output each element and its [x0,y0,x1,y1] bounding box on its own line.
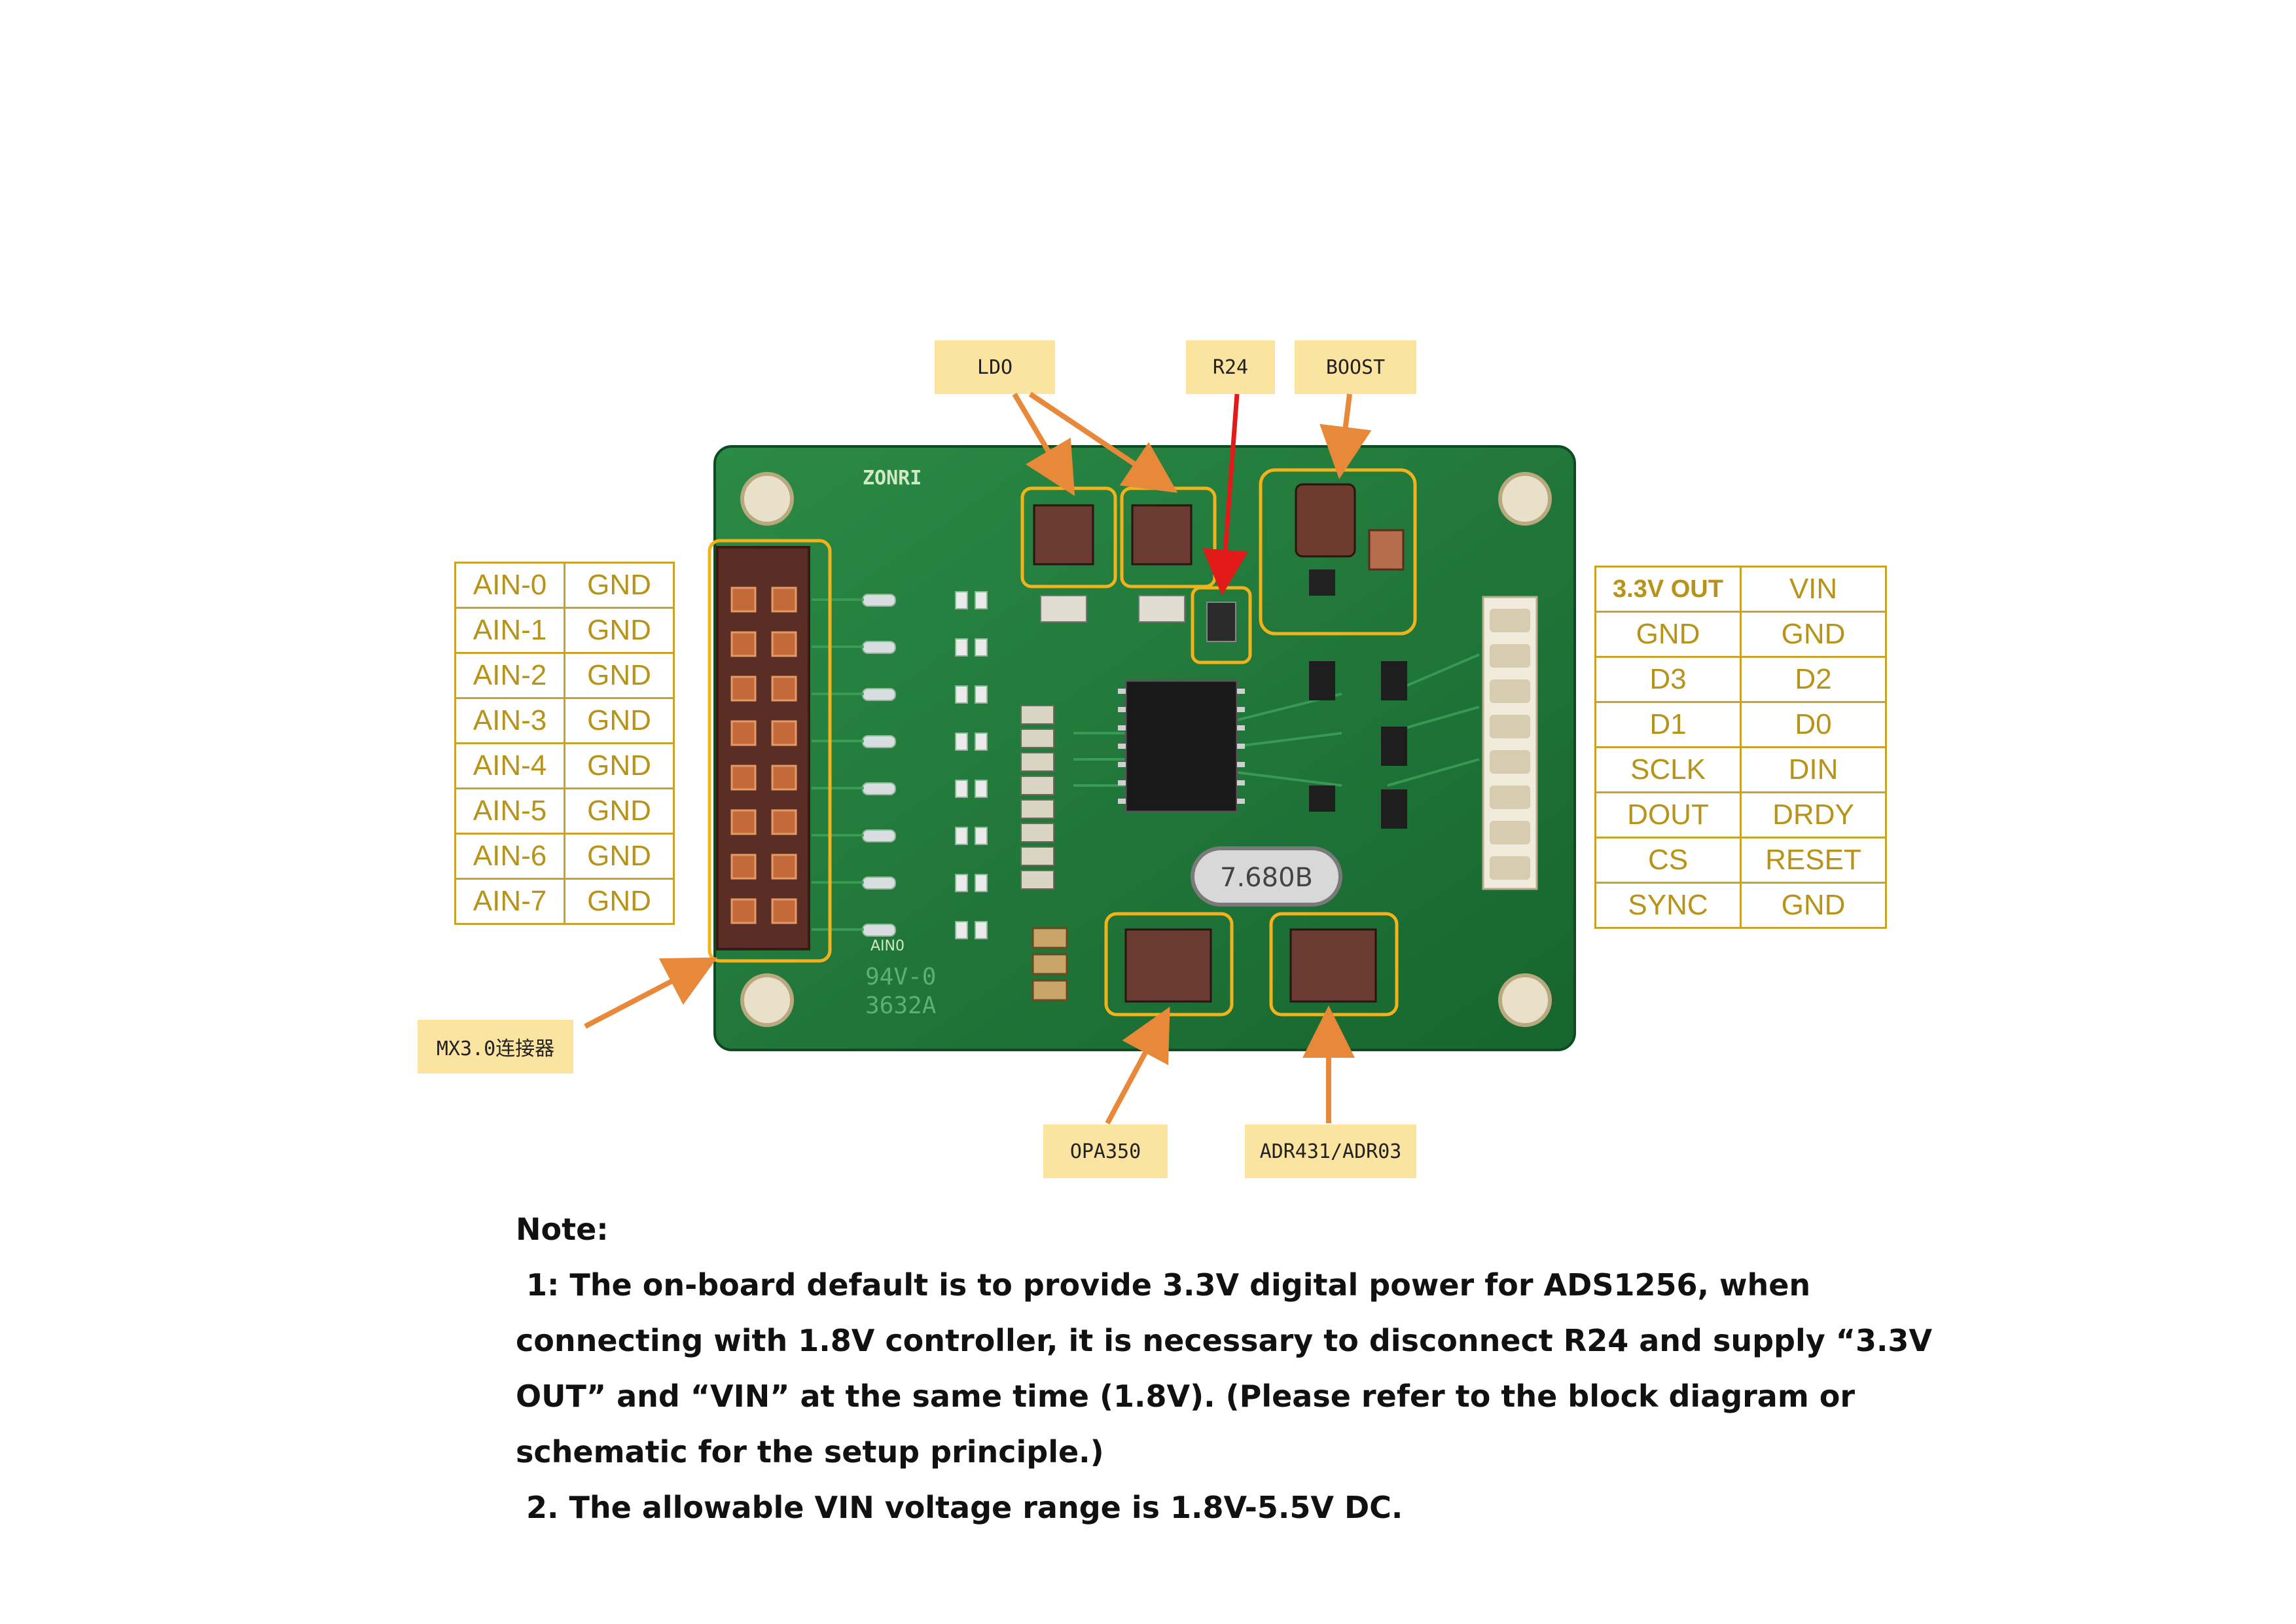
adr431-chip [1289,928,1377,1003]
pin-label: GND [564,742,675,789]
mx-connector [716,546,810,950]
note-line: 2. The allowable VIN voltage range is 1.… [516,1490,1403,1525]
opa350-callout: OPA350 [1043,1125,1168,1178]
support-ics [1309,661,1407,829]
crystal-marking: 7.680B [1220,863,1313,893]
crystal-oscillator [1191,846,1342,907]
boost-ic [1309,569,1335,596]
ldo-caps [1040,595,1185,623]
mounting-holes [740,472,1552,1027]
opa350-chip [1124,928,1212,1003]
r24-resistor [1206,602,1236,642]
arrow-ldo-2 [1028,391,1178,493]
pin-label: GND [564,878,675,925]
header-connector [1482,596,1538,890]
input-resistors [862,591,988,939]
pin-label: GND [564,697,675,744]
boost-inductor [1295,483,1356,558]
pin-label: DOUT [1594,791,1742,839]
pin-label: SYNC [1594,882,1742,929]
pin-label: VIN [1740,566,1887,613]
note-title: Note: [516,1212,609,1247]
pin-label: GND [564,652,675,699]
note-line: OUT” and “VIN” at the same time (1.8V). … [516,1379,1856,1414]
pin-label: RESET [1740,837,1887,884]
ldo-chips [1033,504,1193,566]
pin-label: GND [564,787,675,835]
pin-label: DIN [1740,746,1887,793]
pin-label: D1 [1594,701,1742,748]
arrow-mx-connector [584,957,718,1029]
pin-label: AIN-2 [454,652,565,699]
pin-label: AIN-0 [454,562,565,609]
pin-label: CS [1594,837,1742,884]
zonri-logo: ZONRI [863,467,922,490]
pin-label: SCLK [1594,746,1742,793]
arrow-boost [1319,393,1372,479]
silk-94v0: 94V-0 [865,964,936,990]
note-block: Note: 1: The on-board default is to prov… [516,1202,1933,1536]
pin-label: D3 [1594,656,1742,703]
pin-label: D2 [1740,656,1887,703]
silk-ain0: AIN0 [870,938,905,954]
pin-label: GND [1740,611,1887,658]
pin-label: DRDY [1740,791,1887,839]
pin-label: GND [564,607,675,654]
boost-cap [1368,529,1405,571]
pin-label: D0 [1740,701,1887,748]
ads1256-chip [1124,679,1238,813]
pin-label: AIN-3 [454,697,565,744]
callout-arrows [584,391,1372,1125]
pin-label: GND [1740,882,1887,929]
ldo-callout: LDO [935,340,1055,394]
pin-label: AIN-5 [454,787,565,835]
mx-connector-callout: MX3.0连接器 [418,1020,573,1074]
pin-label: 3.3V OUT [1594,566,1742,613]
pin-label: AIN-6 [454,833,565,880]
boost-callout: BOOST [1295,340,1416,394]
pin-label: GND [1594,611,1742,658]
arrow-ldo-1 [1012,392,1075,496]
note-line: 1: The on-board default is to provide 3.… [516,1267,1811,1303]
arrow-opa350 [1105,1006,1170,1125]
note-line: connecting with 1.8V controller, it is n… [516,1323,1933,1358]
r24-callout: R24 [1186,340,1275,394]
adr431-callout: ADR431/ADR03 [1245,1125,1416,1178]
note-line: schematic for the setup principle.) [516,1434,1104,1470]
pin-label: AIN-1 [454,607,565,654]
pin-label: AIN-4 [454,742,565,789]
capacitor-bank [1020,705,1054,890]
arrow-r24 [1202,393,1249,596]
pin-label: GND [564,562,675,609]
pin-label: GND [564,833,675,880]
highlight-mx-connector [708,539,832,963]
silk-3632a: 3632A [865,992,937,1019]
tantalum-capacitors [1031,927,1068,1001]
pin-label: AIN-7 [454,878,565,925]
